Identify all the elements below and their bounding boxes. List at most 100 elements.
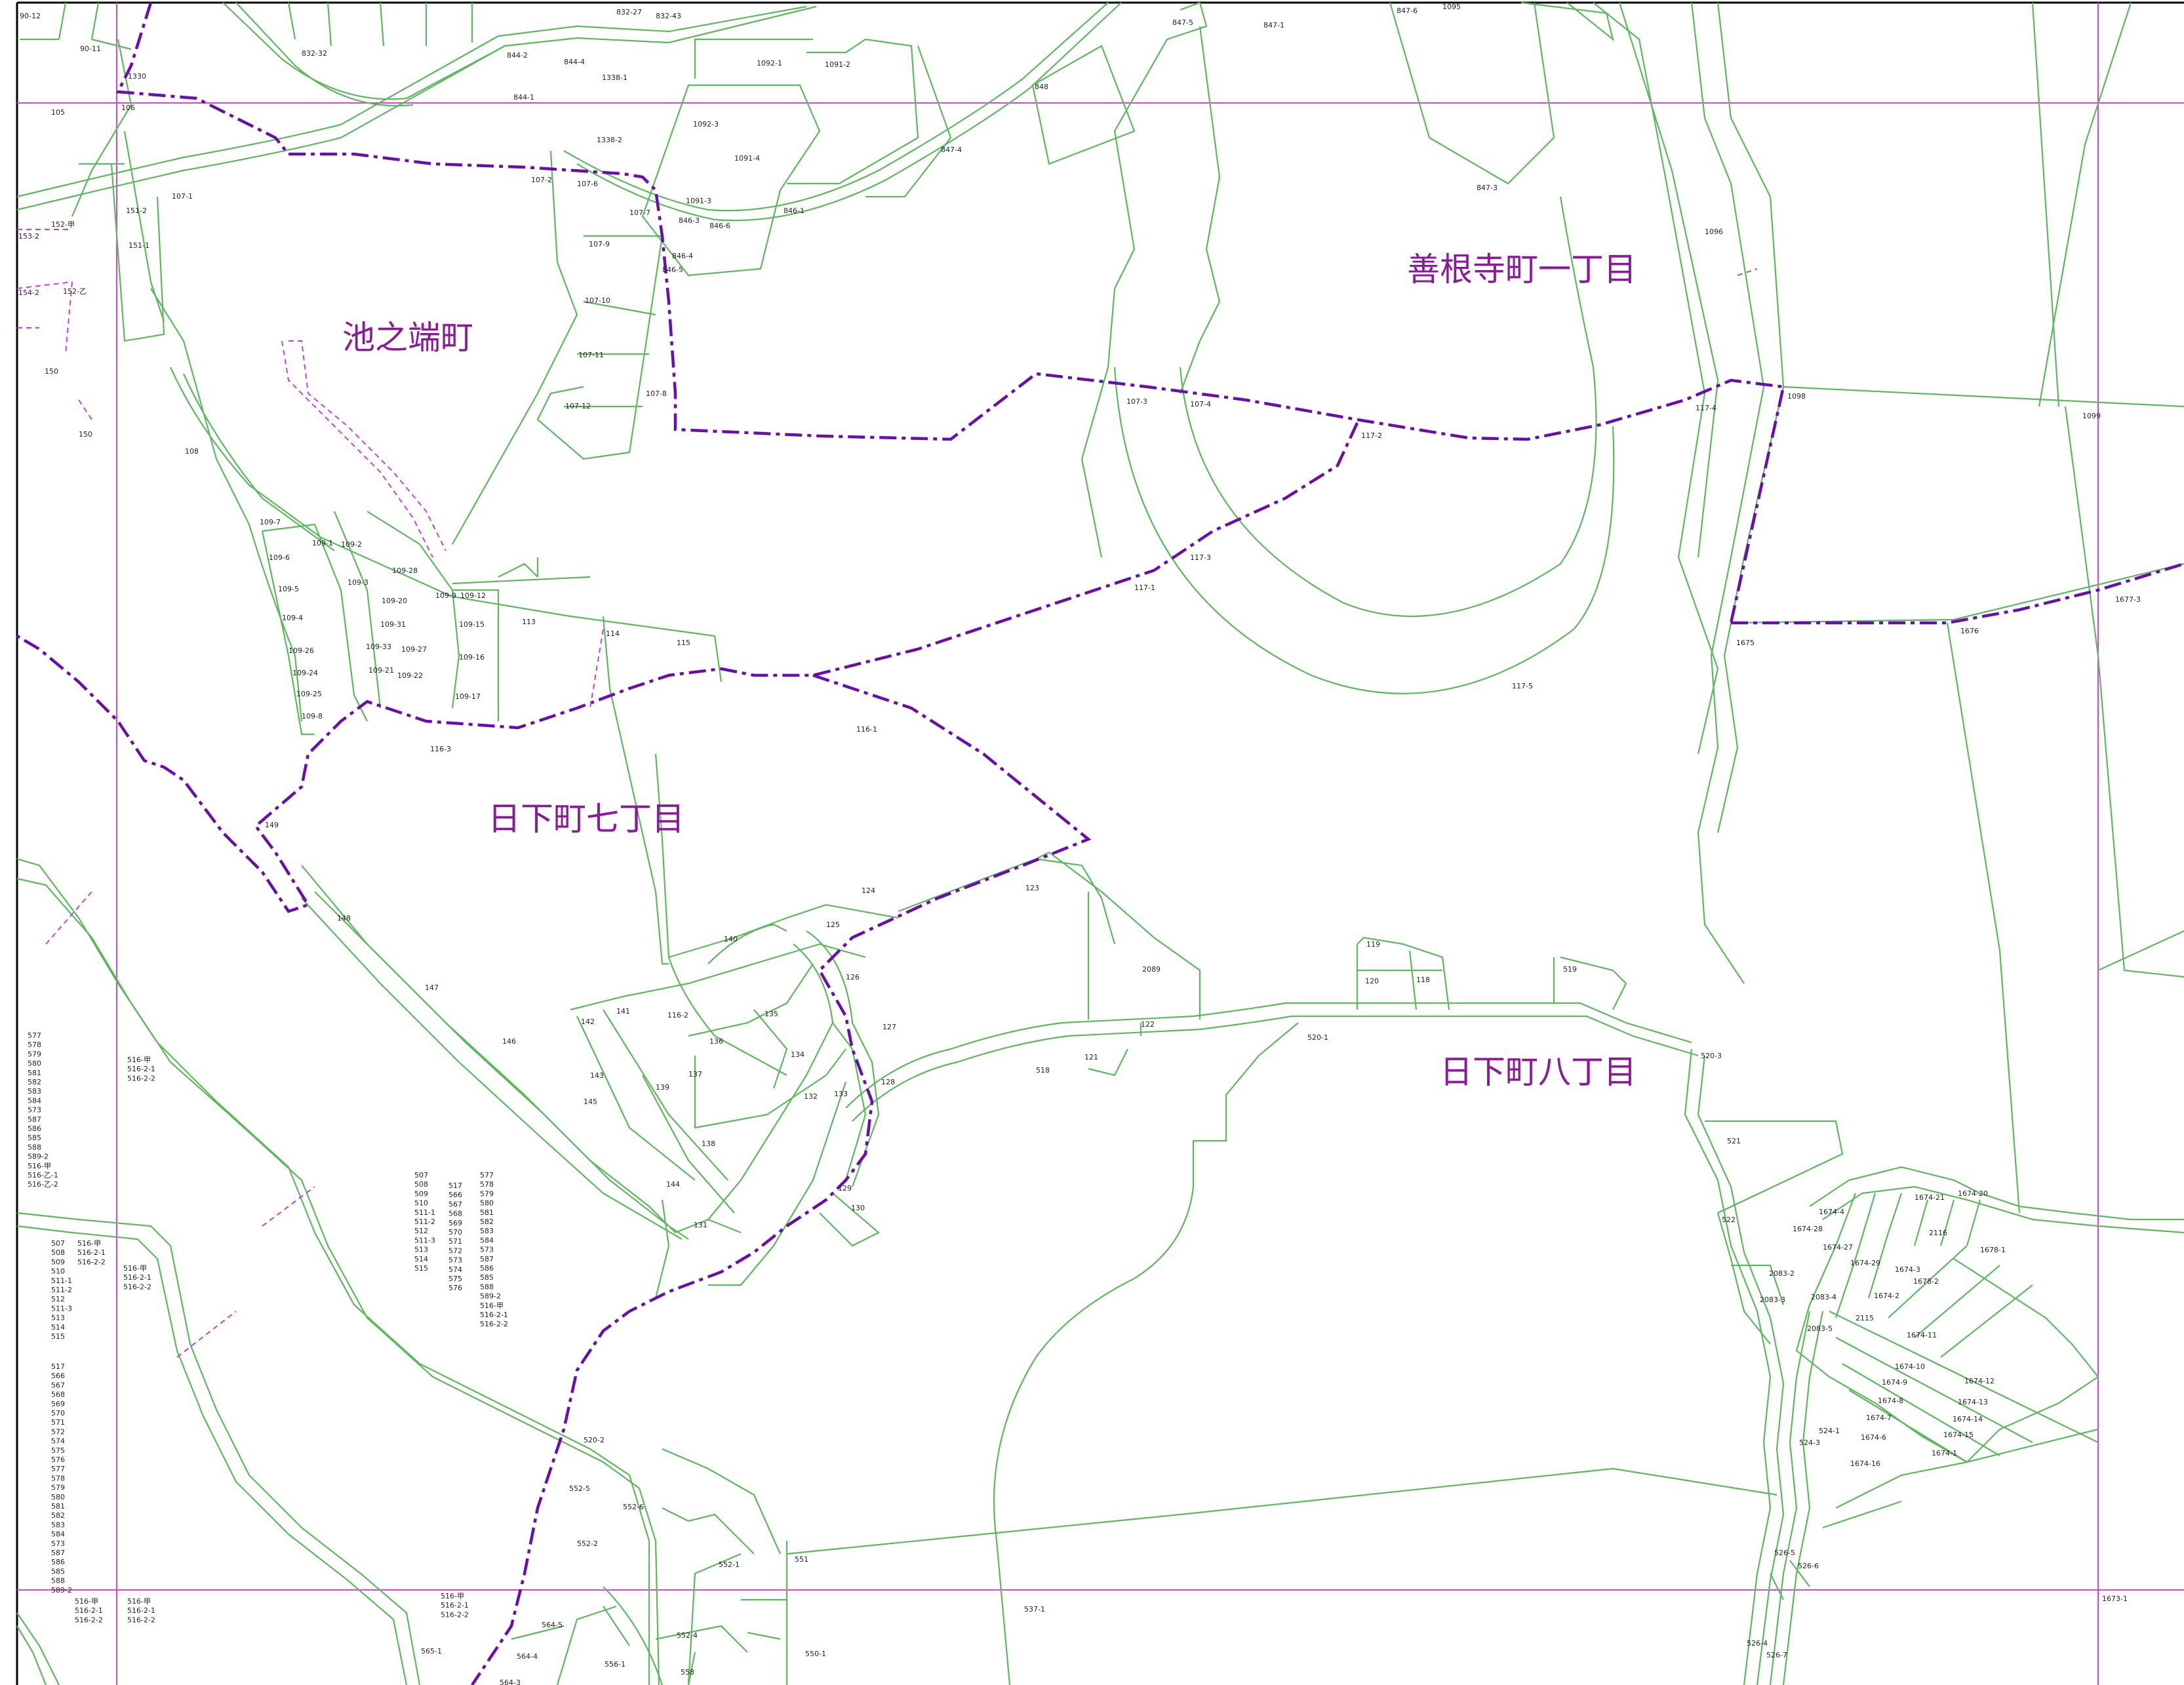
lot-label: 109-1 bbox=[312, 539, 333, 547]
lot-label: 126 bbox=[846, 973, 860, 981]
lot-label: 117-1 bbox=[1134, 584, 1155, 592]
lot-list-line: 568 bbox=[51, 1391, 65, 1399]
lot-label: 109-22 bbox=[397, 671, 423, 680]
lot-label: 116-2 bbox=[667, 1011, 688, 1020]
lot-label: 107-6 bbox=[577, 180, 598, 188]
lot-list-line: 571 bbox=[51, 1418, 65, 1427]
lot-label: 1674-28 bbox=[1793, 1225, 1823, 1233]
lot-label: 109-26 bbox=[288, 646, 314, 655]
lot-list-line: 509 bbox=[51, 1258, 65, 1266]
lot-label: 117-3 bbox=[1190, 553, 1211, 562]
lot-label: 846-4 bbox=[672, 252, 693, 260]
lot-list-line: 516-甲 bbox=[441, 1592, 464, 1600]
lot-label: 146 bbox=[502, 1037, 516, 1046]
lot-list-line: 514 bbox=[51, 1323, 65, 1332]
lot-label: 846-5 bbox=[662, 266, 683, 274]
lot-list-line: 582 bbox=[28, 1078, 41, 1086]
lot-label: 564-3 bbox=[500, 1678, 521, 1685]
lot-label: 116-3 bbox=[430, 745, 451, 753]
lot-list-line: 580 bbox=[480, 1199, 494, 1208]
lot-list-line: 516-2-2 bbox=[77, 1258, 106, 1266]
lot-list-line: 580 bbox=[51, 1493, 65, 1501]
town-label-kusaka-7: 日下町七丁目 bbox=[488, 800, 685, 838]
lot-label: 132 bbox=[804, 1092, 818, 1101]
lot-label: 1676 bbox=[1960, 627, 1979, 635]
lot-list-line: 579 bbox=[51, 1484, 65, 1492]
lot-label: 109-15 bbox=[459, 620, 485, 629]
lot-list-line: 586 bbox=[51, 1558, 65, 1566]
lot-label: 1675 bbox=[1736, 639, 1755, 647]
lot-label: 150 bbox=[45, 367, 58, 376]
lot-label: 109-9 bbox=[435, 591, 456, 600]
lot-label: 109-8 bbox=[302, 712, 323, 721]
town-labels: 池之端町 善根寺町一丁目 日下町七丁目 日下町八丁目 bbox=[342, 250, 1637, 1091]
lot-list-line: 588 bbox=[51, 1577, 65, 1585]
lot-list-line: 566 bbox=[51, 1372, 65, 1380]
lot-list-line: 574 bbox=[51, 1437, 65, 1446]
lot-list-line: 576 bbox=[51, 1456, 65, 1464]
lot-list-line: 568 bbox=[448, 1210, 462, 1218]
lot-label: 107-7 bbox=[629, 208, 650, 217]
lot-list-line: 587 bbox=[28, 1115, 41, 1124]
lot-list-line: 579 bbox=[28, 1050, 41, 1058]
lot-list-line: 513 bbox=[51, 1314, 65, 1322]
lot-label: 109-2 bbox=[341, 540, 362, 549]
lot-list-line: 589-2 bbox=[480, 1292, 501, 1301]
lot-label: 109-28 bbox=[392, 566, 418, 575]
lot-list-line: 573 bbox=[28, 1106, 41, 1115]
town-label-zenkonji-1: 善根寺町一丁目 bbox=[1407, 250, 1637, 288]
lot-label: 1674-21 bbox=[1915, 1193, 1945, 1202]
lot-label: 109-24 bbox=[292, 669, 318, 677]
lot-label: 1678-2 bbox=[1913, 1277, 1939, 1286]
lot-label: 107-8 bbox=[646, 389, 667, 398]
lot-label: 1674-9 bbox=[1882, 1378, 1907, 1387]
lot-list-line: 516-2-1 bbox=[123, 1273, 151, 1282]
lot-list-line: 517 bbox=[51, 1362, 65, 1371]
lot-label: 149 bbox=[265, 821, 279, 829]
lot-label: 127 bbox=[883, 1023, 896, 1031]
lot-label: 120 bbox=[1365, 977, 1379, 985]
lot-label: 526-5 bbox=[1774, 1549, 1795, 1557]
lot-list-line: 566 bbox=[448, 1191, 462, 1199]
lot-list-line: 585 bbox=[28, 1134, 41, 1142]
lot-label: 148 bbox=[337, 914, 351, 922]
lot-label: 565-1 bbox=[421, 1647, 442, 1655]
lot-label: 1674-1 bbox=[1932, 1449, 1957, 1457]
lot-label: 109-21 bbox=[368, 666, 394, 675]
lot-list-line: 573 bbox=[448, 1256, 462, 1265]
lot-label: 152-乙 bbox=[63, 287, 87, 296]
lot-list-line: 580 bbox=[28, 1060, 41, 1068]
map-frame bbox=[16, 1, 2184, 1685]
lot-label: 107-2 bbox=[531, 176, 552, 184]
lot-list-line: 516-2-1 bbox=[480, 1311, 508, 1319]
lot-label: 520-2 bbox=[584, 1436, 605, 1444]
lot-label: 848 bbox=[1035, 83, 1048, 91]
lot-label: 117-5 bbox=[1512, 682, 1533, 690]
lot-label: 550-1 bbox=[805, 1650, 826, 1658]
lot-list-line: 516-2-2 bbox=[127, 1074, 155, 1082]
lot-list-line: 516-2-1 bbox=[127, 1065, 155, 1073]
lot-label: 140 bbox=[724, 935, 738, 943]
lot-list-line: 584 bbox=[480, 1236, 494, 1244]
lot-label: 552-5 bbox=[569, 1484, 590, 1493]
lot-list-line: 585 bbox=[480, 1273, 494, 1282]
lot-label: 117-4 bbox=[1696, 404, 1717, 412]
town-label-kusaka-8: 日下町八丁目 bbox=[1440, 1053, 1637, 1091]
lot-label: 130 bbox=[851, 1204, 865, 1212]
lot-list-line: 584 bbox=[28, 1096, 41, 1105]
lot-list-line: 570 bbox=[51, 1409, 65, 1417]
lot-label: 552-6 bbox=[623, 1503, 644, 1511]
lot-label: 2115 bbox=[1856, 1314, 1874, 1322]
lot-list-line: 588 bbox=[28, 1143, 41, 1151]
lot-list-line: 516-甲 bbox=[127, 1597, 151, 1606]
lot-label: 1674-4 bbox=[1819, 1208, 1844, 1216]
lot-list-line: 578 bbox=[480, 1180, 494, 1189]
lot-label: 1096 bbox=[1705, 228, 1723, 236]
lot-list-line: 511-2 bbox=[51, 1286, 72, 1294]
lot-label: 109-31 bbox=[380, 620, 406, 629]
